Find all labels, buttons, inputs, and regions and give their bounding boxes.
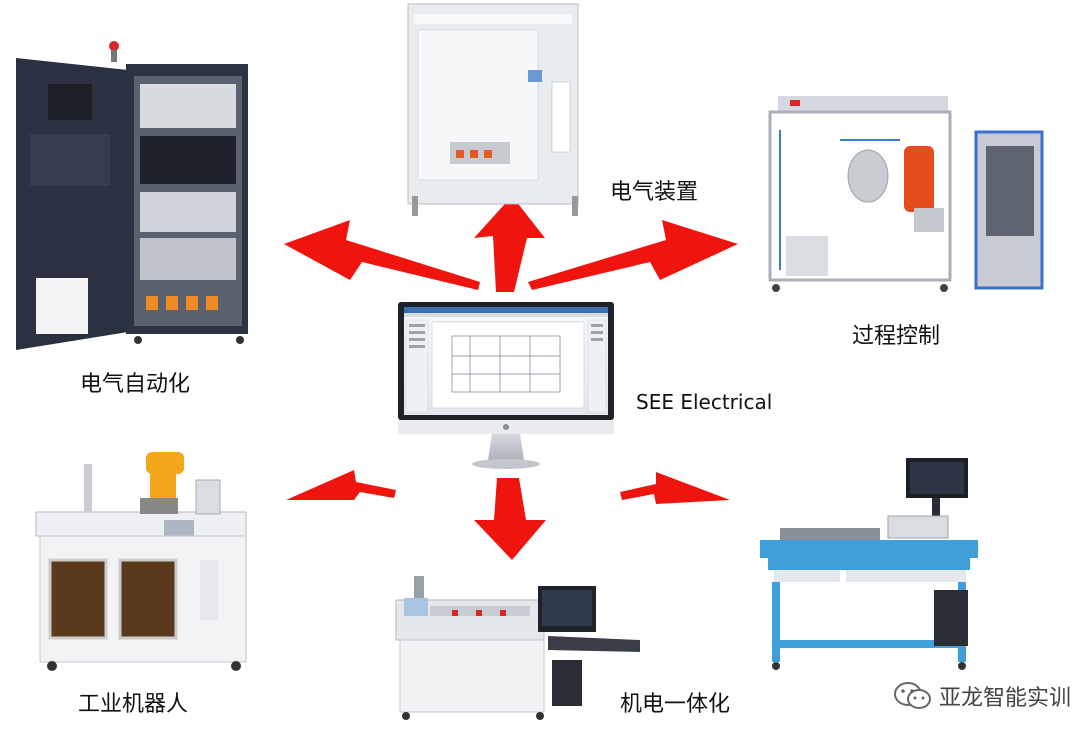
label-mechatronics: 机电一体化 xyxy=(620,692,731,717)
arrow-upper-right xyxy=(528,220,738,290)
rig-process-control xyxy=(768,96,1044,292)
arrow-down xyxy=(474,478,546,560)
label-center-software: SEE Electrical xyxy=(636,390,773,414)
monitor xyxy=(398,302,614,469)
arrow-lower-right xyxy=(620,472,730,504)
arrows xyxy=(284,196,738,560)
arrow-up xyxy=(474,196,545,292)
label-process-control: 过程控制 xyxy=(852,324,941,349)
watermark-text: 亚龙智能实训 xyxy=(939,686,1072,711)
frame-electric-device xyxy=(407,3,579,216)
label-electric-device: 电气装置 xyxy=(610,180,699,205)
arrow-lower-left xyxy=(286,470,396,500)
label-industrial-robot: 工业机器人 xyxy=(78,692,189,717)
watermark: 亚龙智能实训 xyxy=(893,680,1071,712)
bench-mechatronics xyxy=(395,576,640,720)
wechat-icon xyxy=(894,682,931,709)
bench-blue xyxy=(760,458,978,670)
cabinet-automation xyxy=(16,41,248,350)
station-industrial-robot xyxy=(35,452,247,671)
label-electric-automation: 电气自动化 xyxy=(80,372,191,397)
arrow-upper-left xyxy=(284,220,480,290)
